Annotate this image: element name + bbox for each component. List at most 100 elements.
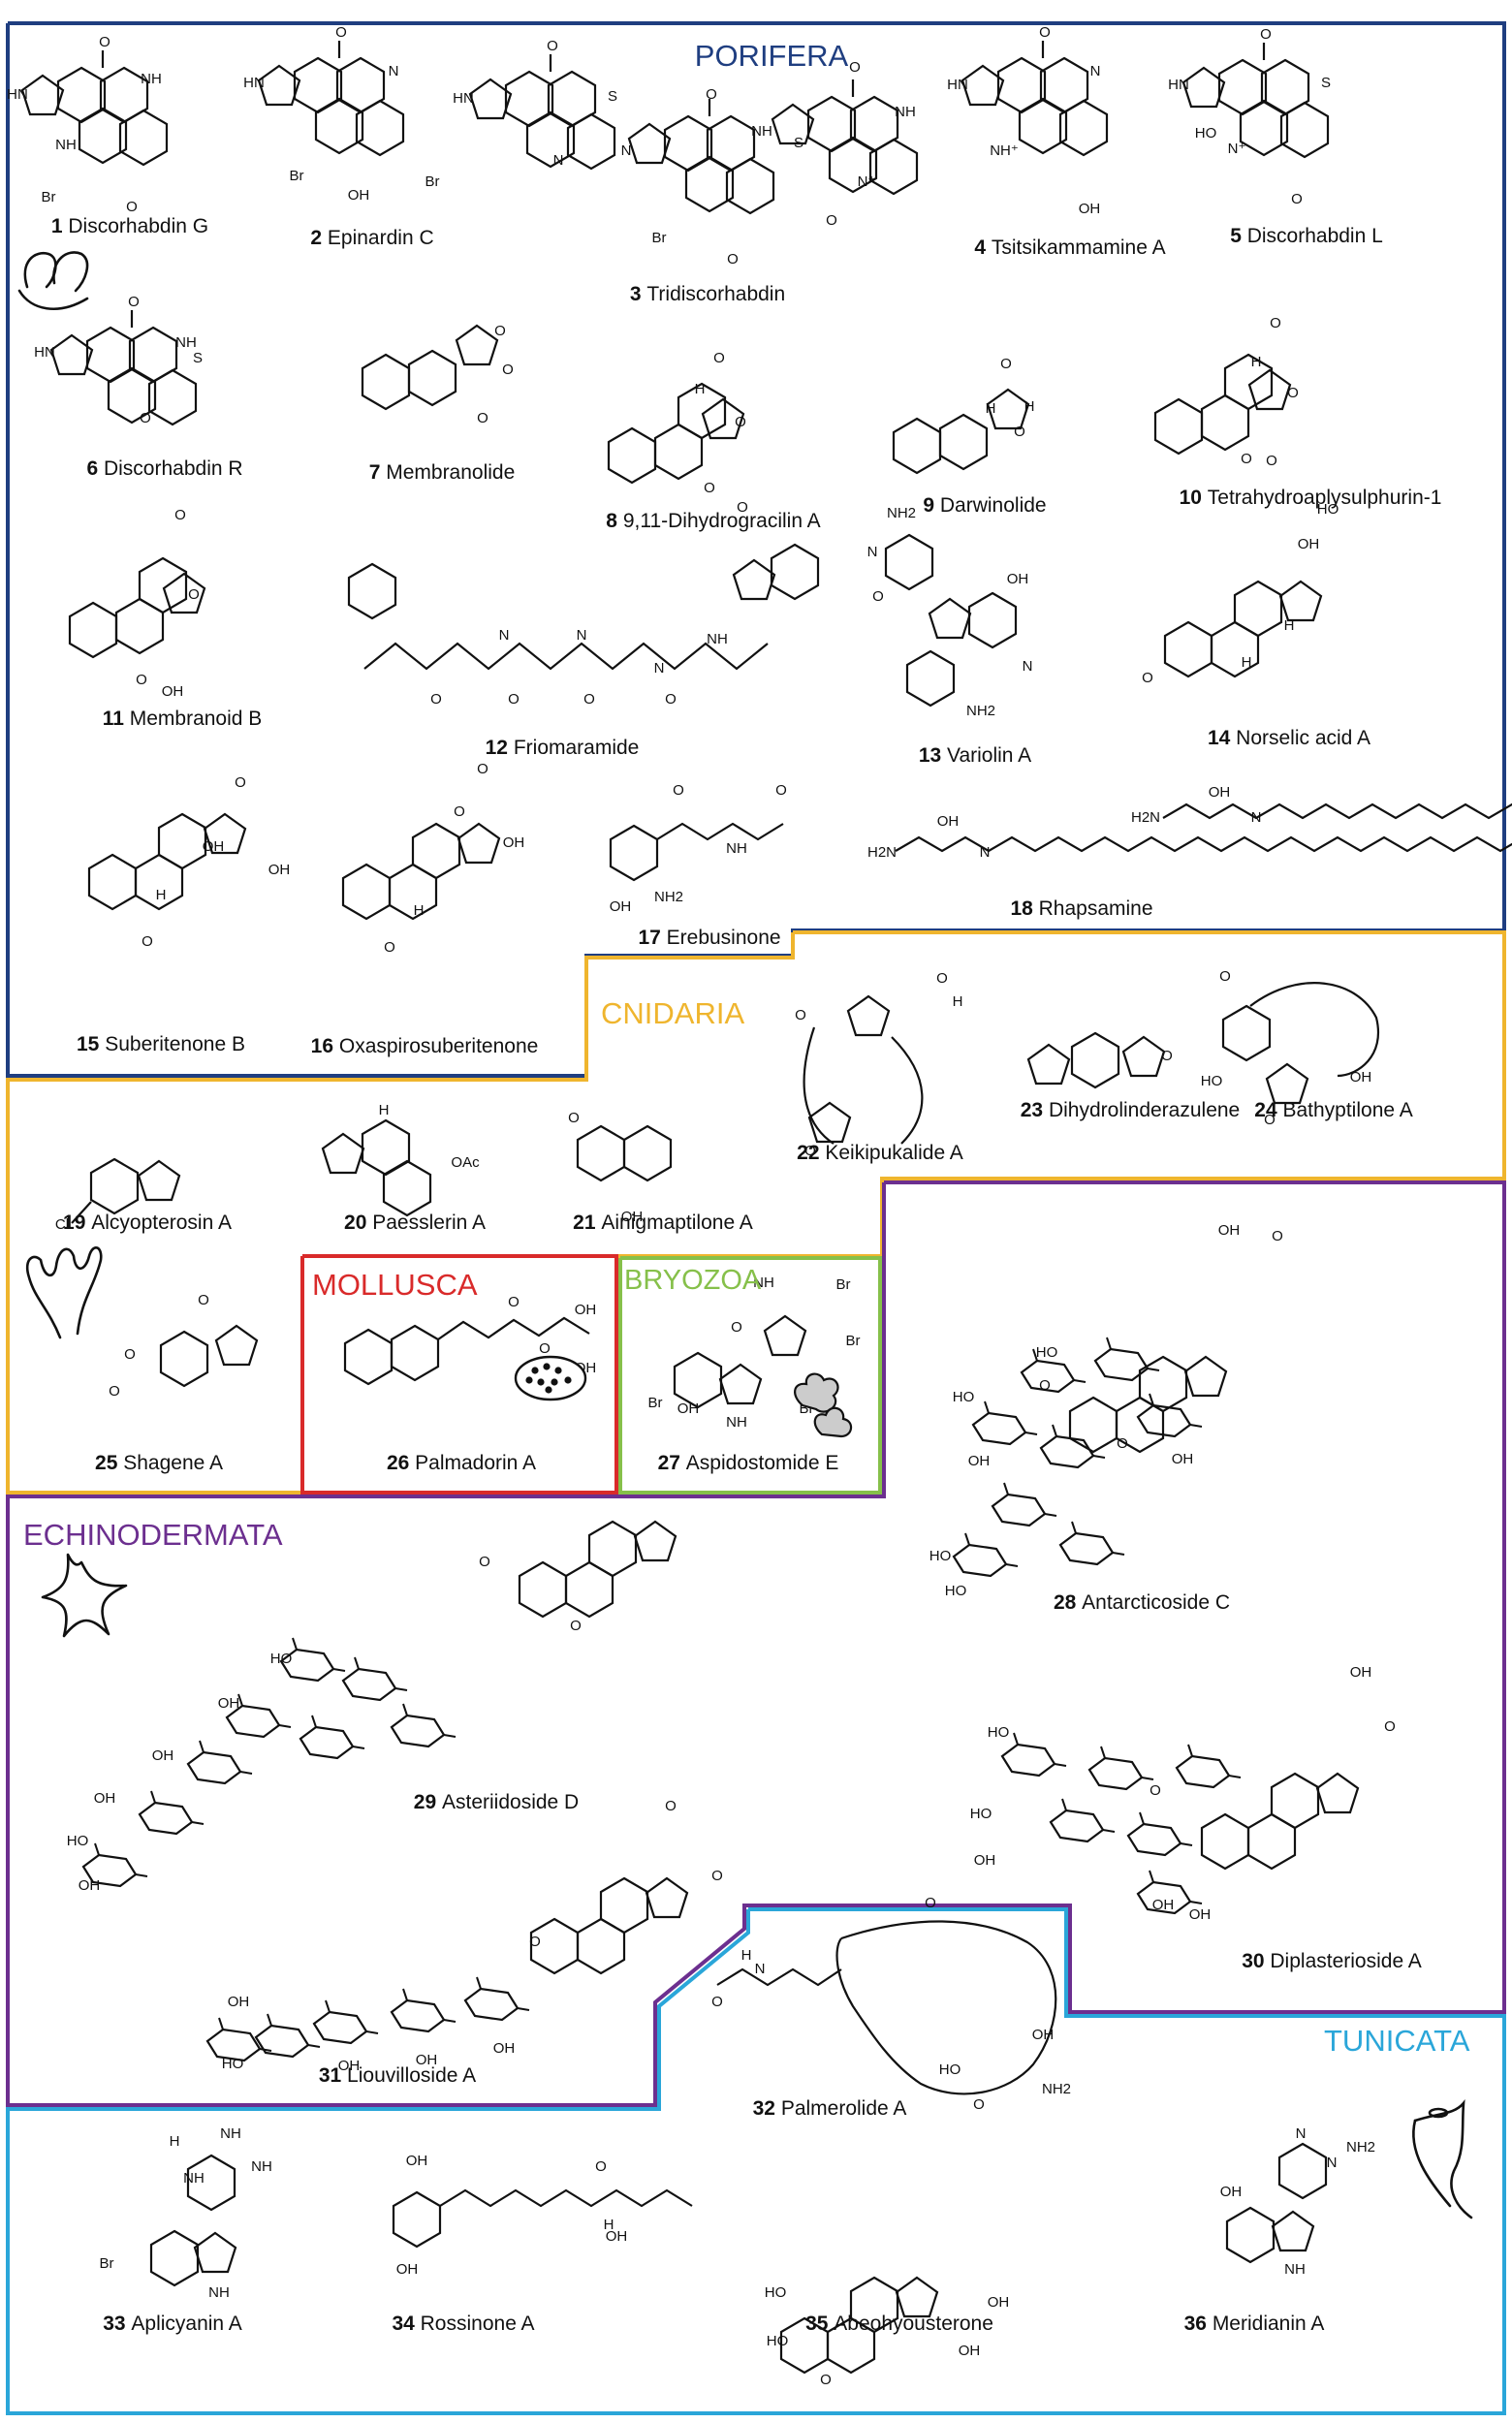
compound-number: 36 bbox=[1184, 2313, 1213, 2335]
compound-number: 20 bbox=[344, 1212, 372, 1234]
atom-label-oh: OH bbox=[1350, 1664, 1372, 1681]
atom-label-oac: OAc bbox=[451, 1154, 480, 1171]
atom-label-ho: HO bbox=[970, 1806, 992, 1822]
atom-label-o: O bbox=[502, 362, 514, 378]
atom-label-br: Br bbox=[425, 173, 440, 190]
compound-caption-18: 18 Rhapsamine bbox=[1010, 897, 1152, 920]
atom-label-ho: HO bbox=[67, 1833, 89, 1849]
compound-name: Alcyopterosin A bbox=[91, 1212, 232, 1234]
atom-label-nh2: NH2 bbox=[1042, 2081, 1071, 2097]
atom-label-nh: NH bbox=[208, 2284, 230, 2301]
compound-caption-30: 30 Diplasterioside A bbox=[1242, 1950, 1422, 1972]
compound-caption-5: 5 Discorhabdin L bbox=[1230, 225, 1383, 247]
sea-slug-icon bbox=[514, 1355, 587, 1401]
compound-number: 28 bbox=[1054, 1591, 1082, 1614]
atom-label-oh: OH bbox=[493, 2040, 516, 2057]
compound-caption-35: 35 Abeohyousterone bbox=[805, 2313, 993, 2335]
compound-name: Tsitsikammamine A bbox=[992, 236, 1166, 259]
atom-label-hn: HN bbox=[34, 344, 55, 361]
atom-label-n: N bbox=[499, 627, 510, 644]
atom-label-o: O bbox=[1264, 1112, 1276, 1128]
atom-label-nh2: NH2 bbox=[966, 703, 995, 719]
atom-label-ho: HO bbox=[945, 1583, 967, 1599]
atom-label-oh: OH bbox=[959, 2343, 981, 2359]
mollusca-border bbox=[300, 1254, 618, 1495]
atom-label-o: O bbox=[1161, 1048, 1173, 1064]
atom-label-o: O bbox=[665, 1798, 677, 1814]
compound-caption-13: 13 Variolin A bbox=[919, 744, 1031, 767]
atom-label-oh: OH bbox=[1220, 2184, 1243, 2200]
atom-label-o: O bbox=[1039, 1377, 1051, 1394]
atom-label-o: O bbox=[737, 499, 748, 516]
compound-name: Dihydrolinderazulene bbox=[1049, 1099, 1240, 1121]
compound-name: Suberitenone B bbox=[105, 1033, 245, 1055]
phylum-borders bbox=[6, 21, 1506, 2415]
atom-label-o: O bbox=[735, 414, 746, 430]
atom-label-br: Br bbox=[648, 1395, 663, 1411]
compound-number: 11 bbox=[103, 708, 130, 730]
atom-label-o: O bbox=[706, 86, 717, 103]
atom-label-h: H bbox=[741, 1947, 752, 1964]
atom-label-o: O bbox=[1270, 315, 1281, 331]
atom-label-nh: NH bbox=[751, 123, 772, 140]
compound-number: 4 bbox=[974, 236, 992, 259]
atom-label-o: O bbox=[508, 691, 520, 708]
atom-label-s: S bbox=[794, 135, 803, 151]
atom-label-s: S bbox=[1321, 75, 1331, 91]
compound-caption-14: 14 Norselic acid A bbox=[1208, 727, 1370, 749]
atom-label-h2n: H2N bbox=[867, 844, 897, 861]
compound-caption-1: 1 Discorhabdin G bbox=[51, 215, 208, 237]
compound-name: Palmerolide A bbox=[781, 2097, 907, 2120]
atom-label-oh: OH bbox=[575, 1302, 597, 1318]
atom-label-oh: OH bbox=[1209, 784, 1231, 801]
atom-label-oh: OH bbox=[968, 1453, 991, 1469]
structure-23: O bbox=[1026, 1031, 1173, 1089]
mollusca-label: MOLLUSCA bbox=[312, 1268, 478, 1302]
compound-number: 6 bbox=[86, 457, 104, 480]
compound-name: Aplicyanin A bbox=[131, 2313, 241, 2335]
compound-caption-23: 23 Dihydrolinderazulene bbox=[1021, 1099, 1241, 1121]
atom-label-nh: NH bbox=[707, 631, 728, 647]
atom-label-ho: HO bbox=[953, 1389, 975, 1405]
compound-caption-2: 2 Epinardin C bbox=[310, 227, 433, 249]
compound-caption-16: 16 Oxaspirosuberitenone bbox=[311, 1035, 539, 1057]
compound-number: 19 bbox=[63, 1212, 91, 1234]
atom-label-o: O bbox=[384, 939, 395, 956]
atom-label-ho: HO bbox=[1036, 1344, 1058, 1361]
atom-label-s: S bbox=[193, 350, 203, 366]
atom-label-o: O bbox=[454, 803, 465, 820]
bryozoa-label: BRYOZOA bbox=[624, 1265, 762, 1296]
atom-label-o: O bbox=[477, 761, 488, 777]
compound-caption-6: 6 Discorhabdin R bbox=[86, 457, 242, 480]
atom-label-o: O bbox=[1117, 1435, 1128, 1452]
atom-label-ho: HO bbox=[939, 2061, 961, 2078]
atom-label-h: H bbox=[604, 2217, 614, 2233]
atom-label-oh: OH bbox=[1298, 536, 1320, 552]
atom-label-h: H bbox=[414, 902, 425, 919]
atom-label-nh: NH bbox=[175, 334, 197, 351]
atom-label-o: O bbox=[711, 1868, 723, 1884]
atom-label-oh: OH bbox=[152, 1747, 174, 1764]
compound-caption-20: 20 Paesslerin A bbox=[344, 1212, 486, 1234]
atom-label-o: O bbox=[430, 691, 442, 708]
atom-label-oh: OH bbox=[406, 2153, 428, 2169]
atom-label-nh: NH bbox=[895, 104, 916, 120]
compound-caption-22: 22 Keikipukalide A bbox=[797, 1142, 963, 1164]
atom-label-n: N bbox=[553, 152, 564, 169]
atom-label-o: O bbox=[713, 350, 725, 366]
atom-label-h: H bbox=[1242, 654, 1252, 671]
tunicata-border bbox=[6, 1907, 1506, 2415]
compound-name: Erebusinone bbox=[667, 927, 781, 949]
atom-label-o: O bbox=[1241, 451, 1252, 467]
